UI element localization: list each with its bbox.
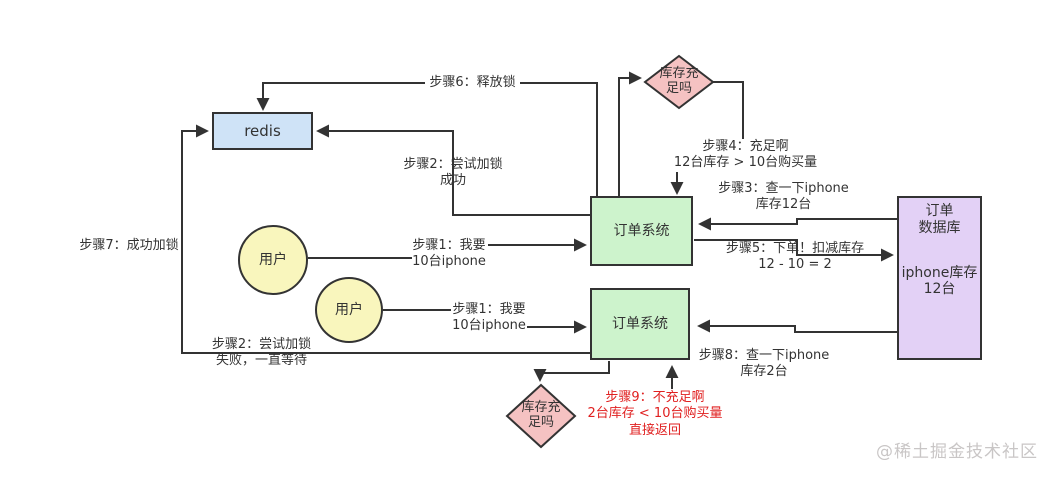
order-database-node: 订单 数据库 iphone库存 12台 bbox=[897, 196, 982, 360]
label-step8: 步骤8：查一下iphone 库存2台 bbox=[698, 348, 830, 380]
stock-check-top-node: 库存充 足吗 bbox=[643, 54, 715, 110]
order-system-top-label: 订单系统 bbox=[613, 222, 670, 239]
arrow-to-stock-check-top bbox=[618, 71, 642, 196]
redis-node: redis bbox=[212, 112, 313, 150]
arrow-to-stock-check-bottom bbox=[533, 361, 610, 382]
redis-label: redis bbox=[244, 122, 281, 140]
user2-label: 用户 bbox=[335, 301, 363, 318]
stock-check-bottom-label: 库存充 足吗 bbox=[521, 400, 561, 430]
label-step1-user1: 步骤1：我要 10台iphone bbox=[412, 238, 486, 270]
label-step4: 步骤4：充足啊 12台库存 > 10台购买量 bbox=[673, 139, 818, 171]
label-step6: 步骤6：释放锁 bbox=[425, 75, 520, 92]
label-step9: 步骤9：不充足啊 2台库存 < 10台购买量 直接返回 bbox=[587, 390, 723, 438]
arrow-step2-fail-step7-to-redis bbox=[181, 124, 591, 354]
user1-node: 用户 bbox=[238, 225, 308, 295]
arrow-step5-order-to-db bbox=[694, 239, 894, 262]
user2-node: 用户 bbox=[315, 277, 383, 343]
order-system-top-node: 订单系统 bbox=[590, 196, 693, 266]
stock-check-bottom-node: 库存充 足吗 bbox=[505, 383, 577, 449]
label-step3: 步骤3：查一下iphone 库存12台 bbox=[718, 181, 849, 213]
watermark: @稀土掘金技术社区 bbox=[876, 442, 1038, 462]
label-step7: 步骤7：成功加锁 bbox=[79, 238, 179, 253]
label-step2-fail: 步骤2：尝试加锁 失败，一直等待 bbox=[211, 337, 312, 369]
order-system-bottom-node: 订单系统 bbox=[590, 288, 690, 360]
arrow-step2-success-to-redis bbox=[316, 124, 591, 216]
label-step5: 步骤5：下单！扣减库存 12 - 10 = 2 bbox=[725, 241, 865, 273]
user1-label: 用户 bbox=[259, 251, 287, 268]
order-database-title: 订单 数据库 bbox=[918, 203, 961, 236]
stock-check-top-label: 库存充 足吗 bbox=[659, 66, 699, 96]
stock-check-bottom-shape bbox=[505, 383, 577, 449]
arrow-step3-db-to-order bbox=[698, 217, 897, 231]
order-system-bottom-label: 订单系统 bbox=[612, 315, 668, 332]
order-database-stock: iphone库存 12台 bbox=[901, 264, 978, 298]
arrow-step8-db-to-order bbox=[697, 319, 897, 333]
line-step4-from-diamond bbox=[713, 81, 744, 139]
label-step2-success: 步骤2：尝试加锁 成功 bbox=[403, 157, 503, 189]
label-step1-user2: 步骤1：我要 10台iphone bbox=[452, 302, 526, 334]
stock-check-top-shape bbox=[643, 54, 715, 110]
